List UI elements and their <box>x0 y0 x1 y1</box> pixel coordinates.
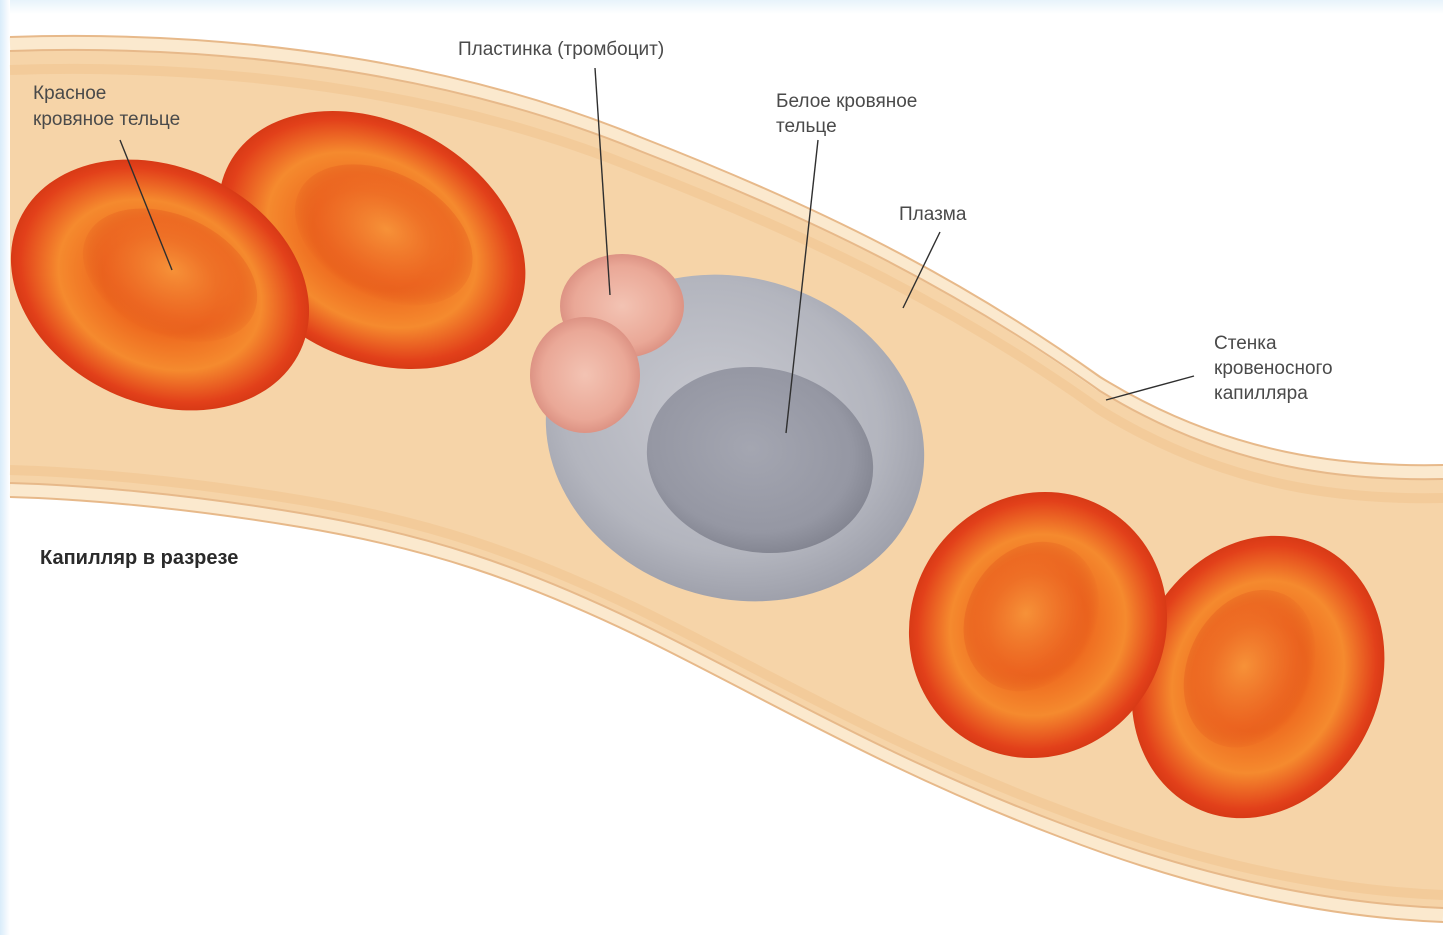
label-red-cell-line2: кровяное тельце <box>33 109 180 130</box>
label-plasma: Плазма <box>899 204 967 225</box>
label-white-cell-line2: тельце <box>776 116 837 137</box>
label-platelet: Пластинка (тромбоцит) <box>458 39 664 60</box>
label-wall-line2: кровеносного <box>1214 358 1333 379</box>
label-white-cell-line1: Белое кровяное <box>776 91 917 112</box>
caption-capillary-section: Капилляр в разрезе <box>40 547 238 569</box>
platelet-2 <box>530 317 640 433</box>
label-wall-line3: капилляра <box>1214 383 1308 404</box>
label-wall-line1: Стенка <box>1214 333 1277 354</box>
label-red-cell-line1: Красное <box>33 83 106 104</box>
